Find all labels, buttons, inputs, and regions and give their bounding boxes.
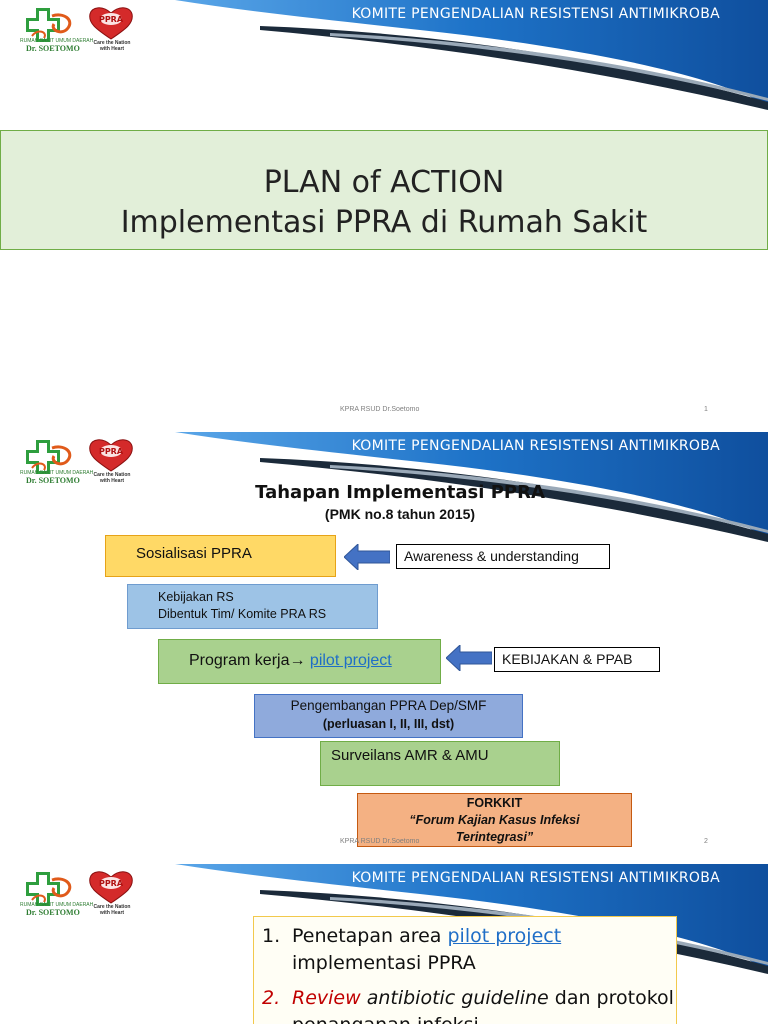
logo-small-text: RUMAH SAKIT UMUM DAERAH xyxy=(20,470,94,476)
pengembangan-line1: Pengembangan PPRA Dep/SMF xyxy=(290,698,487,713)
logo-small-text: RUMAH SAKIT UMUM DAERAH xyxy=(20,902,94,908)
arrow-left-icon xyxy=(344,544,390,570)
item2-post: dan protokol xyxy=(548,987,674,1009)
awareness-box: Awareness & understanding xyxy=(396,544,610,569)
ppra-heart-logo: PPRA xyxy=(89,871,133,904)
pilot-project-link[interactable]: pilot project xyxy=(447,925,562,947)
logo-tagline: Care the Nation with Heart xyxy=(93,40,131,52)
action-list-box: 1. Penetapan area pilot project implemen… xyxy=(253,916,677,1024)
program-prefix: Program kerja→ xyxy=(189,652,310,669)
banner-title: KOMITE PENGENDALIAN RESISTENSI ANTIMIKRO… xyxy=(351,6,720,22)
banner-title: KOMITE PENGENDALIAN RESISTENSI ANTIMIKRO… xyxy=(351,870,720,886)
forkkit-line2: “Forum Kajian Kasus Infeksi xyxy=(409,813,580,827)
pengembangan-box: Pengembangan PPRA Dep/SMF (perluasan I, … xyxy=(254,694,523,738)
item2-guideline: antibiotic guideline xyxy=(360,987,549,1009)
slide-2: KOMITE PENGENDALIAN RESISTENSI ANTIMIKRO… xyxy=(0,432,768,864)
item1-pre: Penetapan area xyxy=(292,925,448,947)
item2-line2: penanganan infeksi xyxy=(292,1014,479,1024)
rs-soetomo-logo xyxy=(26,8,72,42)
list-item: 2. Review antibiotic guideline dan proto… xyxy=(262,985,676,1024)
slide-subtitle: (PMK no.8 tahun 2015) xyxy=(324,506,476,522)
logo-tagline: Care the Nation with Heart xyxy=(93,904,131,916)
header-banner xyxy=(175,432,768,542)
title-box: PLAN of ACTION Implementasi PPRA di Ruma… xyxy=(0,130,768,250)
slide-1: KOMITE PENGENDALIAN RESISTENSI ANTIMIKRO… xyxy=(0,0,768,432)
program-box: Program kerja→ pilot project xyxy=(158,639,441,684)
forkkit-box: FORKKIT “Forum Kajian Kasus Infeksi Teri… xyxy=(357,793,632,847)
header-banner xyxy=(175,864,768,974)
list-number: 2. xyxy=(262,987,281,1009)
page-number: 1 xyxy=(704,406,708,413)
logo-name-text: Dr. SOETOMO xyxy=(26,476,80,485)
logo-ppra-text: PPRA xyxy=(99,447,124,456)
list-number: 1. xyxy=(262,925,281,947)
kebijakan-line1: Kebijakan RS xyxy=(158,590,234,604)
ppra-heart-logo: PPRA xyxy=(89,7,133,40)
logo-small-text: RUMAH SAKIT UMUM DAERAH xyxy=(20,38,94,44)
logo-ppra-text: PPRA xyxy=(99,15,124,24)
rs-soetomo-logo xyxy=(26,872,72,906)
slide-title: Tahapan Implementasi PPRA xyxy=(255,482,545,503)
ppra-heart-logo: PPRA xyxy=(89,439,133,472)
sosialisasi-box: Sosialisasi PPRA xyxy=(105,535,336,577)
slide-title-line2: Implementasi PPRA di Rumah Sakit xyxy=(120,205,648,240)
footer-text: KPRA RSUD Dr.Soetomo xyxy=(340,406,420,413)
kebijakan-ppab-box: KEBIJAKAN & PPAB xyxy=(494,647,660,672)
banner-title: KOMITE PENGENDALIAN RESISTENSI ANTIMIKRO… xyxy=(351,438,720,454)
header-banner xyxy=(175,0,768,110)
item2-review: Review xyxy=(292,987,361,1009)
pilot-project-link[interactable]: pilot project xyxy=(309,652,392,669)
surveilans-box: Surveilans AMR & AMU xyxy=(320,741,560,786)
slide-3: KOMITE PENGENDALIAN RESISTENSI ANTIMIKRO… xyxy=(0,864,768,1024)
item1-post: implementasi PPRA xyxy=(292,952,476,974)
page-number: 2 xyxy=(704,838,708,845)
rs-soetomo-logo xyxy=(26,440,72,474)
kebijakan-box: Kebijakan RS Dibentuk Tim/ Komite PRA RS xyxy=(127,584,378,629)
logo-ppra-text: PPRA xyxy=(99,879,124,888)
footer-text: KPRA RSUD Dr.Soetomo xyxy=(340,838,420,845)
forkkit-line3: Terintegrasi” xyxy=(455,830,534,844)
slide-title-line1: PLAN of ACTION xyxy=(263,165,505,200)
logo-name-text: Dr. SOETOMO xyxy=(26,908,80,917)
logo-name-text: Dr. SOETOMO xyxy=(26,44,80,53)
arrow-left-icon xyxy=(446,645,492,671)
forkkit-line1: FORKKIT xyxy=(466,796,523,810)
list-item: 1. Penetapan area pilot project implemen… xyxy=(262,923,676,977)
pengembangan-line2: (perluasan I, II, III, dst) xyxy=(322,717,455,731)
kebijakan-line2: Dibentuk Tim/ Komite PRA RS xyxy=(158,607,327,621)
logo-tagline: Care the Nation with Heart xyxy=(93,472,131,484)
